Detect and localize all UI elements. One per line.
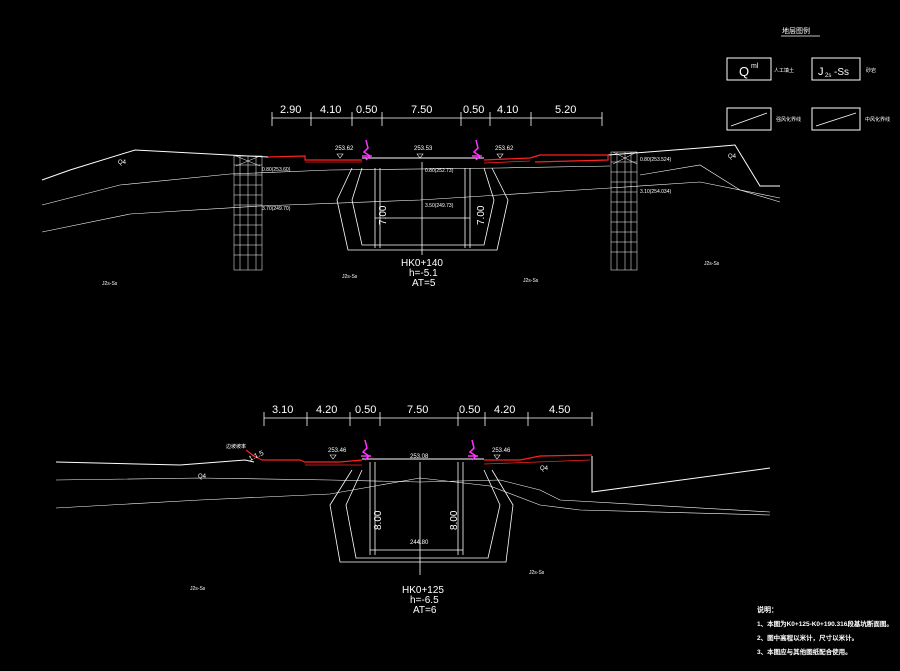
bore-1-left-1: 0.80(253.60) [262,167,291,173]
soil-2-q-left: Q4 [198,474,207,480]
stratum-2-b [55,477,771,516]
notes-title: 说明： [757,605,778,614]
note-2: 2、图中高程以米计，尺寸以米计。 [757,633,858,642]
rock-1-a: J2s-Ss [102,281,118,287]
at-1: AT=5 [412,278,436,289]
depth-2-left: 8.00 [373,510,384,530]
legend-j-box [811,57,861,81]
notes: 说明： 1、本图为K0+125-K0+190.316段基坑断面图。 2、图中高程… [757,605,893,656]
bottom-elev-2: 244.80 [410,540,429,546]
legend-title: 地层图例 [782,26,810,35]
stratum-1-c [639,164,781,203]
depth-2-right: 8.00 [449,510,460,530]
pavement-2-left [245,449,363,463]
legend: 地层图例 Q ml 人工填土 J 2s -Ss 砂岩 强风化界线 中风化界线 [726,26,890,131]
legend-j-desc: 砂岩 [866,67,876,74]
depth-1-left: 7.00 [378,205,389,225]
note-1: 1、本图为K0+125-K0+190.316段基坑断面图。 [757,619,893,628]
excavation-pit-1 [336,162,509,255]
marker-1-right [472,139,482,161]
section-1: 2.90 4.10 0.50 7.50 0.50 4.10 5.20 [41,104,781,289]
bore-1-left-2: 3.70(249.70) [262,206,291,212]
legend-q-desc: 人工填土 [774,67,794,74]
station-2: HK0+125 [402,585,444,596]
dim-2-5: 4.20 [494,404,515,416]
marker-2-left [361,439,371,461]
dim-2-4: 0.50 [459,404,480,416]
rock-1-b: J2s-Ss [342,274,358,280]
legend-q-symbol: Q [739,64,749,79]
dim-1-6: 5.20 [555,104,576,116]
rock-1-c: J2s-Ss [523,278,539,284]
soil-2-q-right: Q4 [540,466,549,472]
height-2: h=-6.5 [410,595,439,606]
section-2: 3.10 4.20 0.50 7.50 0.50 4.20 4.50 8.0 [55,404,771,616]
stratum-1-b [41,181,781,233]
dim-2-6: 4.50 [549,404,570,416]
legend-j-symbol: J [818,66,824,78]
dim-2-2: 0.50 [355,404,376,416]
elev-2-right: 253.46 [492,448,511,454]
dimension-chain-2 [263,412,593,426]
left-pile-wall-1 [233,155,263,271]
ground-line-1-left [41,149,269,181]
legend-j-suffix: -Ss [834,67,849,78]
legend-line2-desc: 中风化界线 [865,116,890,123]
elev-1-center: 253.53 [414,146,433,152]
legend-q-box [726,57,772,81]
bore-1-mid-1: 0.80(252.73) [425,168,454,174]
marker-2-right [468,439,478,461]
height-1: h=-5.1 [409,268,438,279]
pavement-2-right [484,454,593,461]
dim-1-2: 0.50 [356,104,377,116]
pavement-1-right [483,154,609,163]
slope-ratio-2: 1:1.5 [248,450,265,463]
dim-1-4: 0.50 [463,104,484,116]
depth-1-right: 7.00 [476,205,487,225]
dim-2-0: 3.10 [272,404,293,416]
elev-1-right: 253.62 [495,146,514,152]
legend-q-sup: ml [751,63,759,70]
stratum-1-a [41,165,611,206]
dimension-chain-1 [271,112,603,126]
legend-line1-desc: 强风化界线 [776,116,801,123]
ground-line-2-left [55,459,255,466]
pavement-1-left [267,155,362,161]
ground-line-1-right [607,144,780,187]
stratum-2-a [55,477,771,513]
dim-2-1: 4.20 [316,404,337,416]
elev-1-left: 253.62 [335,146,354,152]
legend-j-sub: 2s [825,73,831,79]
rock-1-d: J2s-Ss [704,261,720,267]
marker-1-left [362,139,372,161]
bore-1-right-2: 3.10(254.034) [640,189,671,195]
note-3: 3、本图应与其他图纸配合使用。 [757,647,852,656]
dim-1-3: 7.50 [411,104,432,116]
bore-1-right-1: 0.80(253.524) [640,157,671,163]
dim-2-3: 7.50 [407,404,428,416]
slope-label-2: 边坡坡率 [226,443,246,450]
right-pile-wall-1 [610,151,638,271]
rock-2-b: J2s-Ss [529,570,545,576]
elev-2-center: 253.08 [410,454,429,460]
elev-2-left: 253.46 [328,448,347,454]
legend-line1-box [726,107,772,131]
ground-line-2-right [591,456,771,493]
dim-1-1: 4.10 [320,104,341,116]
excavation-pit-2 [329,462,514,575]
bore-1-mid-2: 3.50(249.73) [425,203,454,209]
station-1: HK0+140 [401,258,443,269]
rock-2-a: J2s-Ss [190,586,206,592]
soil-1-q-left: Q4 [118,160,127,166]
dim-1-0: 2.90 [280,104,301,116]
legend-line2-box [811,107,861,131]
at-2: AT=6 [413,605,437,616]
soil-1-q-right: Q4 [728,154,737,160]
dim-1-5: 4.10 [497,104,518,116]
